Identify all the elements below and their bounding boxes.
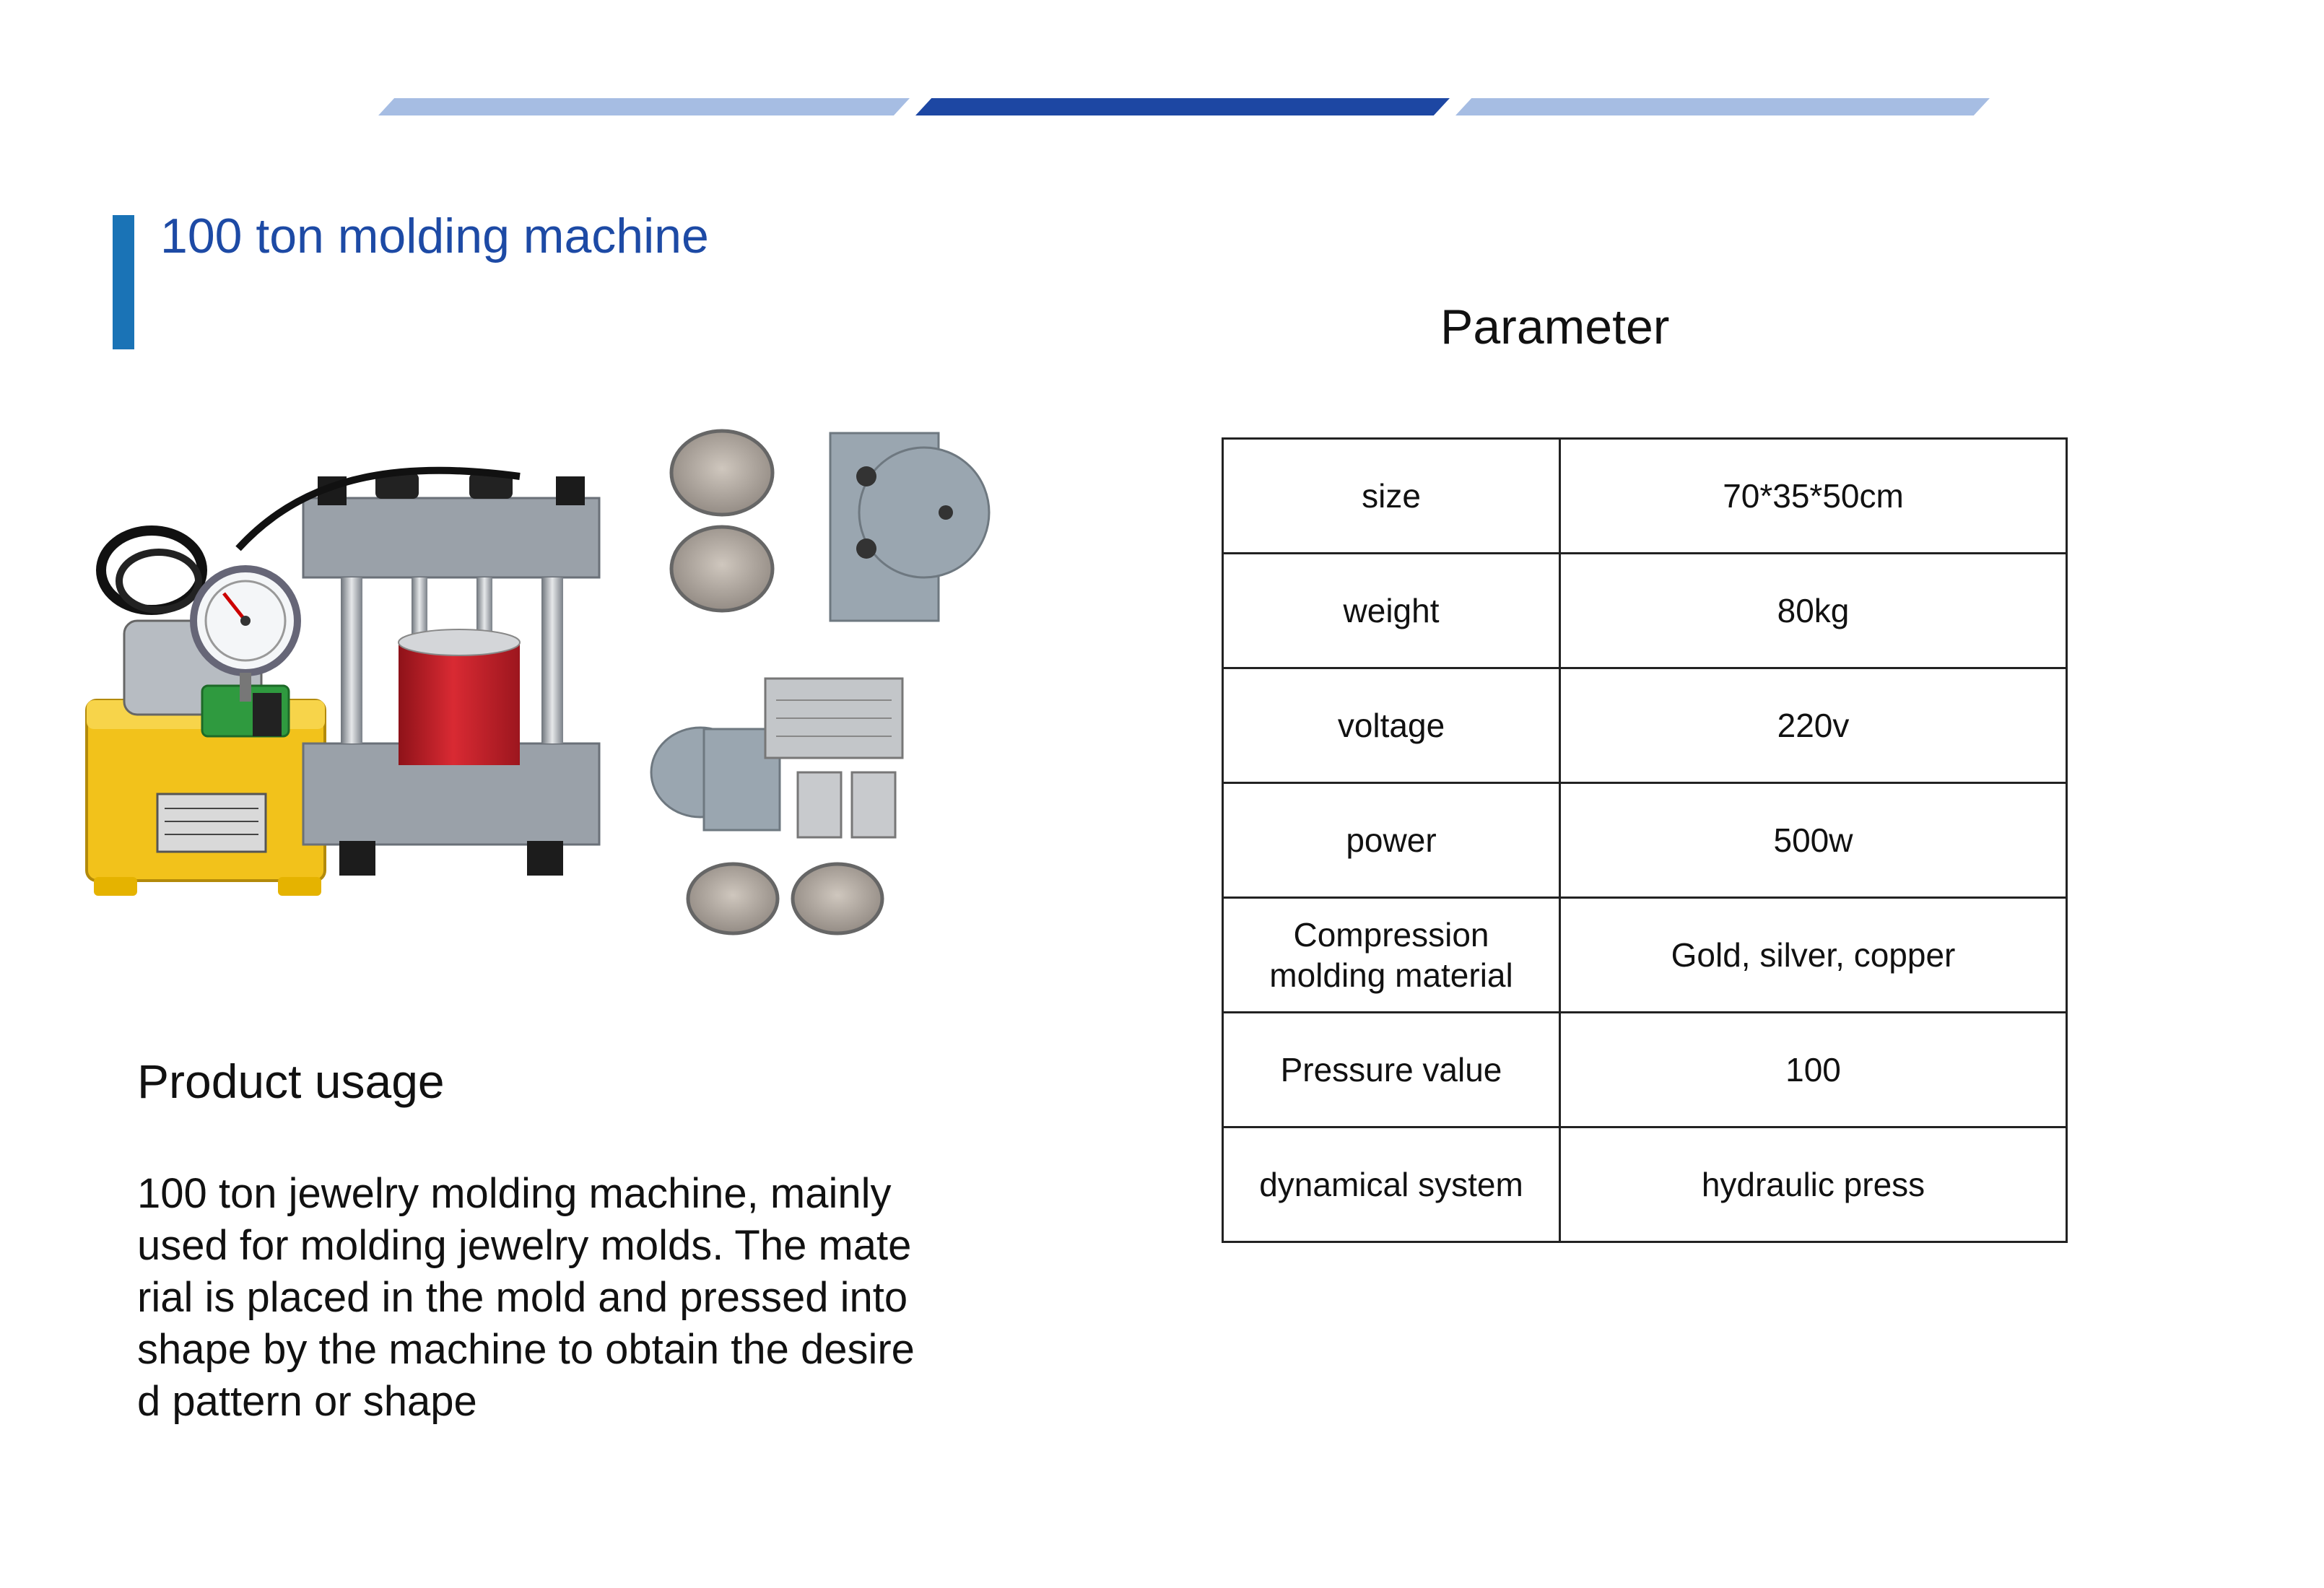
table-row: dynamical system hydraulic press	[1222, 1126, 2068, 1243]
header-band-center	[915, 98, 1450, 115]
header-band-left	[378, 98, 910, 115]
usage-heading: Product usage	[137, 1055, 445, 1108]
param-value: 500w	[1559, 782, 2068, 899]
param-name: weight	[1222, 552, 1561, 669]
table-row: Pressure value 100	[1222, 1011, 2068, 1128]
page-title: 100 ton molding machine	[160, 209, 709, 263]
product-photo	[85, 429, 991, 935]
param-value: hydraulic press	[1559, 1126, 2068, 1243]
parameter-heading: Parameter	[1440, 300, 1670, 354]
header-band-right	[1455, 98, 1990, 115]
param-name: size	[1222, 437, 1561, 554]
title-accent-bar	[113, 215, 134, 349]
param-value: 70*35*50cm	[1559, 437, 2068, 554]
param-value: Gold, silver, copper	[1559, 896, 2068, 1013]
param-value: 80kg	[1559, 552, 2068, 669]
table-row: power 500w	[1222, 782, 2068, 899]
table-row: weight 80kg	[1222, 552, 2068, 669]
pressure-gauge-icon	[190, 565, 301, 702]
param-name: dynamical system	[1222, 1126, 1561, 1243]
hydraulic-press-photo	[85, 466, 601, 896]
param-name: Pressure value	[1222, 1011, 1561, 1128]
table-row: Compression molding material Gold, silve…	[1222, 896, 2068, 1013]
param-value: 100	[1559, 1011, 2068, 1128]
parameter-table: size 70*35*50cm weight 80kg voltage 220v…	[1222, 437, 2068, 1243]
table-row: voltage 220v	[1222, 667, 2068, 784]
usage-description: 100 ton jewelry molding machine, mainly …	[137, 1170, 915, 1425]
mold-set-photo	[650, 429, 991, 935]
param-name: voltage	[1222, 667, 1561, 784]
table-row: size 70*35*50cm	[1222, 437, 2068, 554]
param-name: Compression molding material	[1222, 896, 1561, 1013]
param-name: power	[1222, 782, 1561, 899]
param-value: 220v	[1559, 667, 2068, 784]
